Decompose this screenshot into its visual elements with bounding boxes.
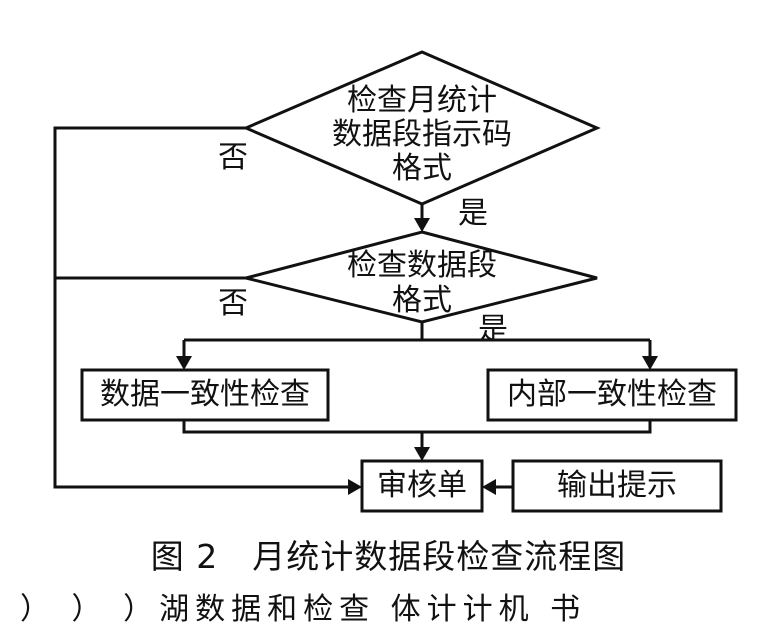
data-consistency-box (80, 368, 330, 422)
internal-consistency-label: 内部一致性检查 (507, 377, 717, 412)
data-consistency-label: 数据一致性检查 (100, 377, 310, 412)
arrowhead-merge-to-audit (414, 447, 430, 461)
arrowhead-d1-to-d2 (414, 218, 430, 232)
edge-merge (182, 420, 652, 434)
edge-label-d2-no: 否 (218, 286, 248, 321)
edge-label-d1-yes: 是 (458, 196, 488, 231)
arrowhead-to-internal-consistency (642, 356, 658, 370)
arrowhead-to-audit-left (348, 479, 362, 495)
output-label: 输出提示 (557, 468, 677, 503)
flowchart (53, 50, 738, 513)
edge-label-d1-no: 否 (218, 140, 248, 175)
figure-caption: 图 2 月统计数据段检查流程图 (150, 537, 627, 576)
decision2-line2: 格式 (392, 283, 452, 318)
truncated-body-text: ） ） ）湖数据和检查 体计计机 书 (20, 592, 587, 627)
audit-label: 审核单 (377, 468, 467, 503)
decision1-line3: 格式 (392, 151, 452, 186)
decision1-line2: 数据段指示码 (332, 117, 512, 152)
edge-label-d2-yes: 是 (478, 312, 508, 347)
arrowhead-to-data-consistency (176, 356, 192, 370)
internal-consistency-box (486, 368, 738, 422)
decision2-line1: 检查数据段 (347, 248, 497, 283)
edge-d1-no (53, 126, 348, 489)
decision1-line1: 检查月统计 (347, 83, 497, 118)
arrowhead-output-to-audit (482, 479, 496, 495)
